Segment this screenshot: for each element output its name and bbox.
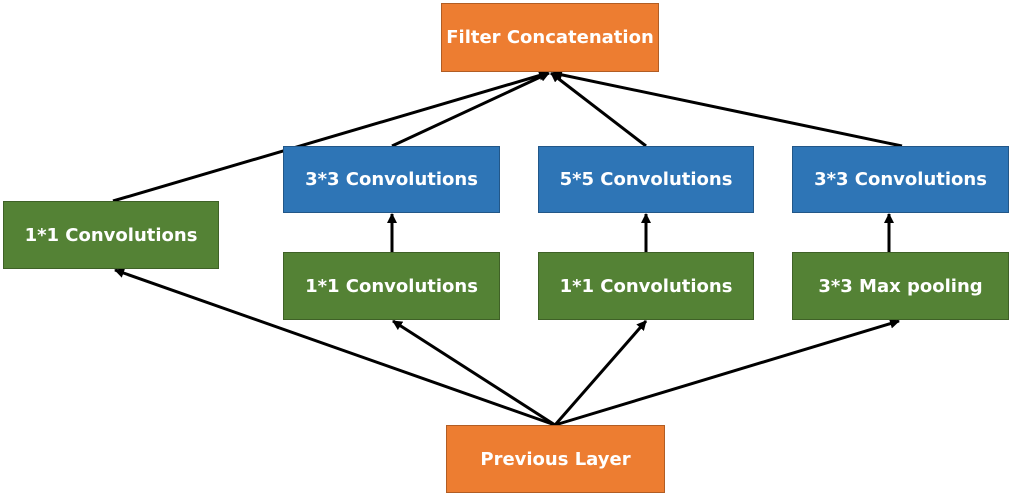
- arrow-prev-to-conv1-left: [114, 268, 556, 427]
- arrow-prev-to-maxpool: [554, 318, 900, 427]
- conv1x1-direct-box: 1*1 Convolutions: [3, 201, 219, 269]
- arrow-conv3-to-concat: [391, 71, 550, 148]
- arrow-prev-to-conv1-a: [392, 319, 556, 427]
- arrow-conv5-to-concat: [550, 71, 647, 148]
- filter-concatenation-box: Filter Concatenation: [441, 3, 659, 72]
- previous-layer-box: Previous Layer: [446, 425, 665, 493]
- max-pooling-box: 3*3 Max pooling: [792, 252, 1009, 320]
- conv1x1-reduce-b-box: 1*1 Convolutions: [538, 252, 754, 320]
- arrow-conv1-left-to-concat: [112, 70, 549, 203]
- conv3x3-box: 3*3 Convolutions: [283, 146, 500, 213]
- arrow-conv3-right-to-concat: [552, 69, 903, 148]
- arrow-prev-to-conv1-b: [553, 320, 648, 426]
- conv5x5-box: 5*5 Convolutions: [538, 146, 754, 213]
- conv3x3-after-pool-box: 3*3 Convolutions: [792, 146, 1009, 213]
- conv1x1-reduce-a-box: 1*1 Convolutions: [283, 252, 500, 320]
